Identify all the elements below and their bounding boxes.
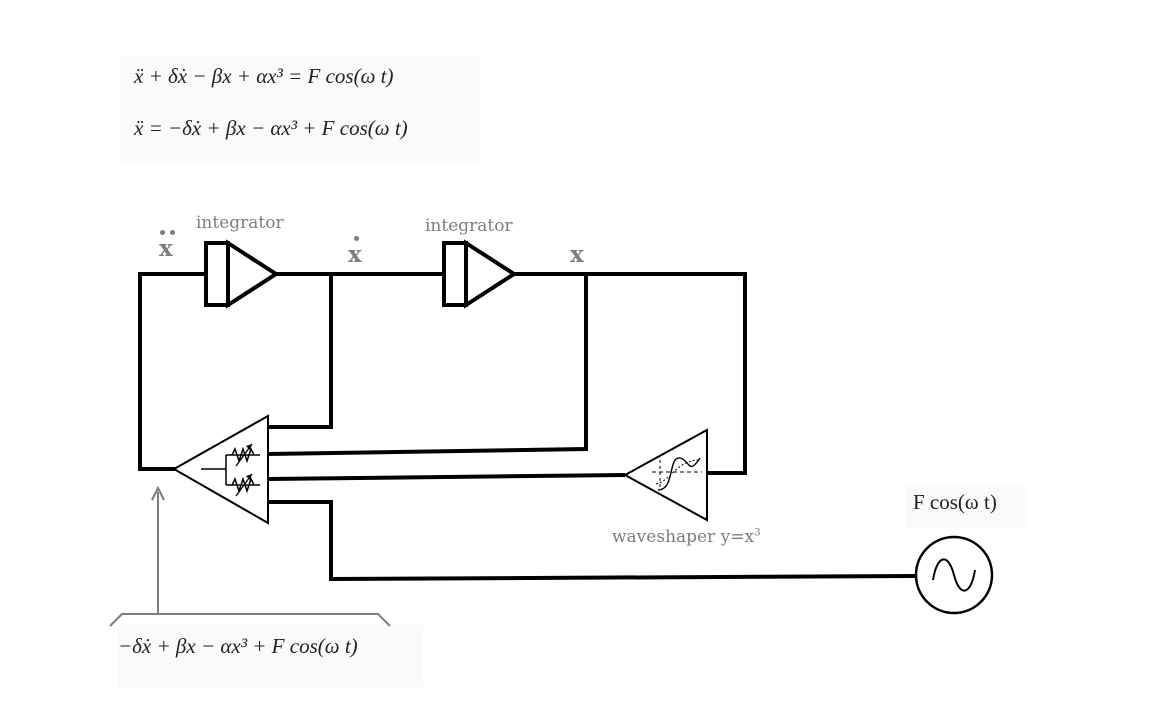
integrator-2-label: integrator xyxy=(425,216,513,236)
wire-xddot-in xyxy=(138,272,206,471)
wire-x-feedback xyxy=(267,274,588,456)
sine-wave-icon xyxy=(932,558,976,592)
waveshaper-label: waveshaper y=x3 xyxy=(612,527,761,547)
wire-forcing xyxy=(268,500,917,582)
variable-xdot: x xyxy=(348,241,362,268)
summing-amplifier xyxy=(171,414,269,525)
resistor-icon xyxy=(231,476,255,494)
cubic-curve-icon xyxy=(657,457,701,491)
forcing-label: F cos(ω t) xyxy=(913,490,997,514)
forcing-panel xyxy=(905,483,1025,528)
waveshaper xyxy=(622,428,708,522)
resistor-icon xyxy=(231,446,255,464)
sum-expression-panel xyxy=(118,625,423,687)
integrator-1 xyxy=(204,239,280,309)
equation-motion: ẍ + δẋ − βx + αx³ = F cos(ω t) xyxy=(134,64,394,88)
variable-x: x xyxy=(570,241,584,268)
waveshaper-exponent: 3 xyxy=(754,527,761,539)
variable-xddot: x xyxy=(159,235,173,262)
sum-expression: −δẋ + βx − αx³ + F cos(ω t) xyxy=(118,634,358,658)
integrator-1-label: integrator xyxy=(196,213,284,233)
single-dot xyxy=(354,236,359,241)
wire-xdot-feedback xyxy=(268,274,333,429)
ac-source xyxy=(914,535,994,615)
double-dot-left xyxy=(160,230,165,235)
equation-panel xyxy=(120,55,480,165)
equation-acceleration: ẍ = −δẋ + βx − αx³ + F cos(ω t) xyxy=(134,116,408,140)
integrator-2 xyxy=(442,239,518,309)
wire-x xyxy=(514,272,747,475)
sum-bracket xyxy=(109,485,391,627)
wire-waveshaper-out xyxy=(267,473,626,481)
double-dot-right xyxy=(170,230,175,235)
wires xyxy=(138,272,917,582)
